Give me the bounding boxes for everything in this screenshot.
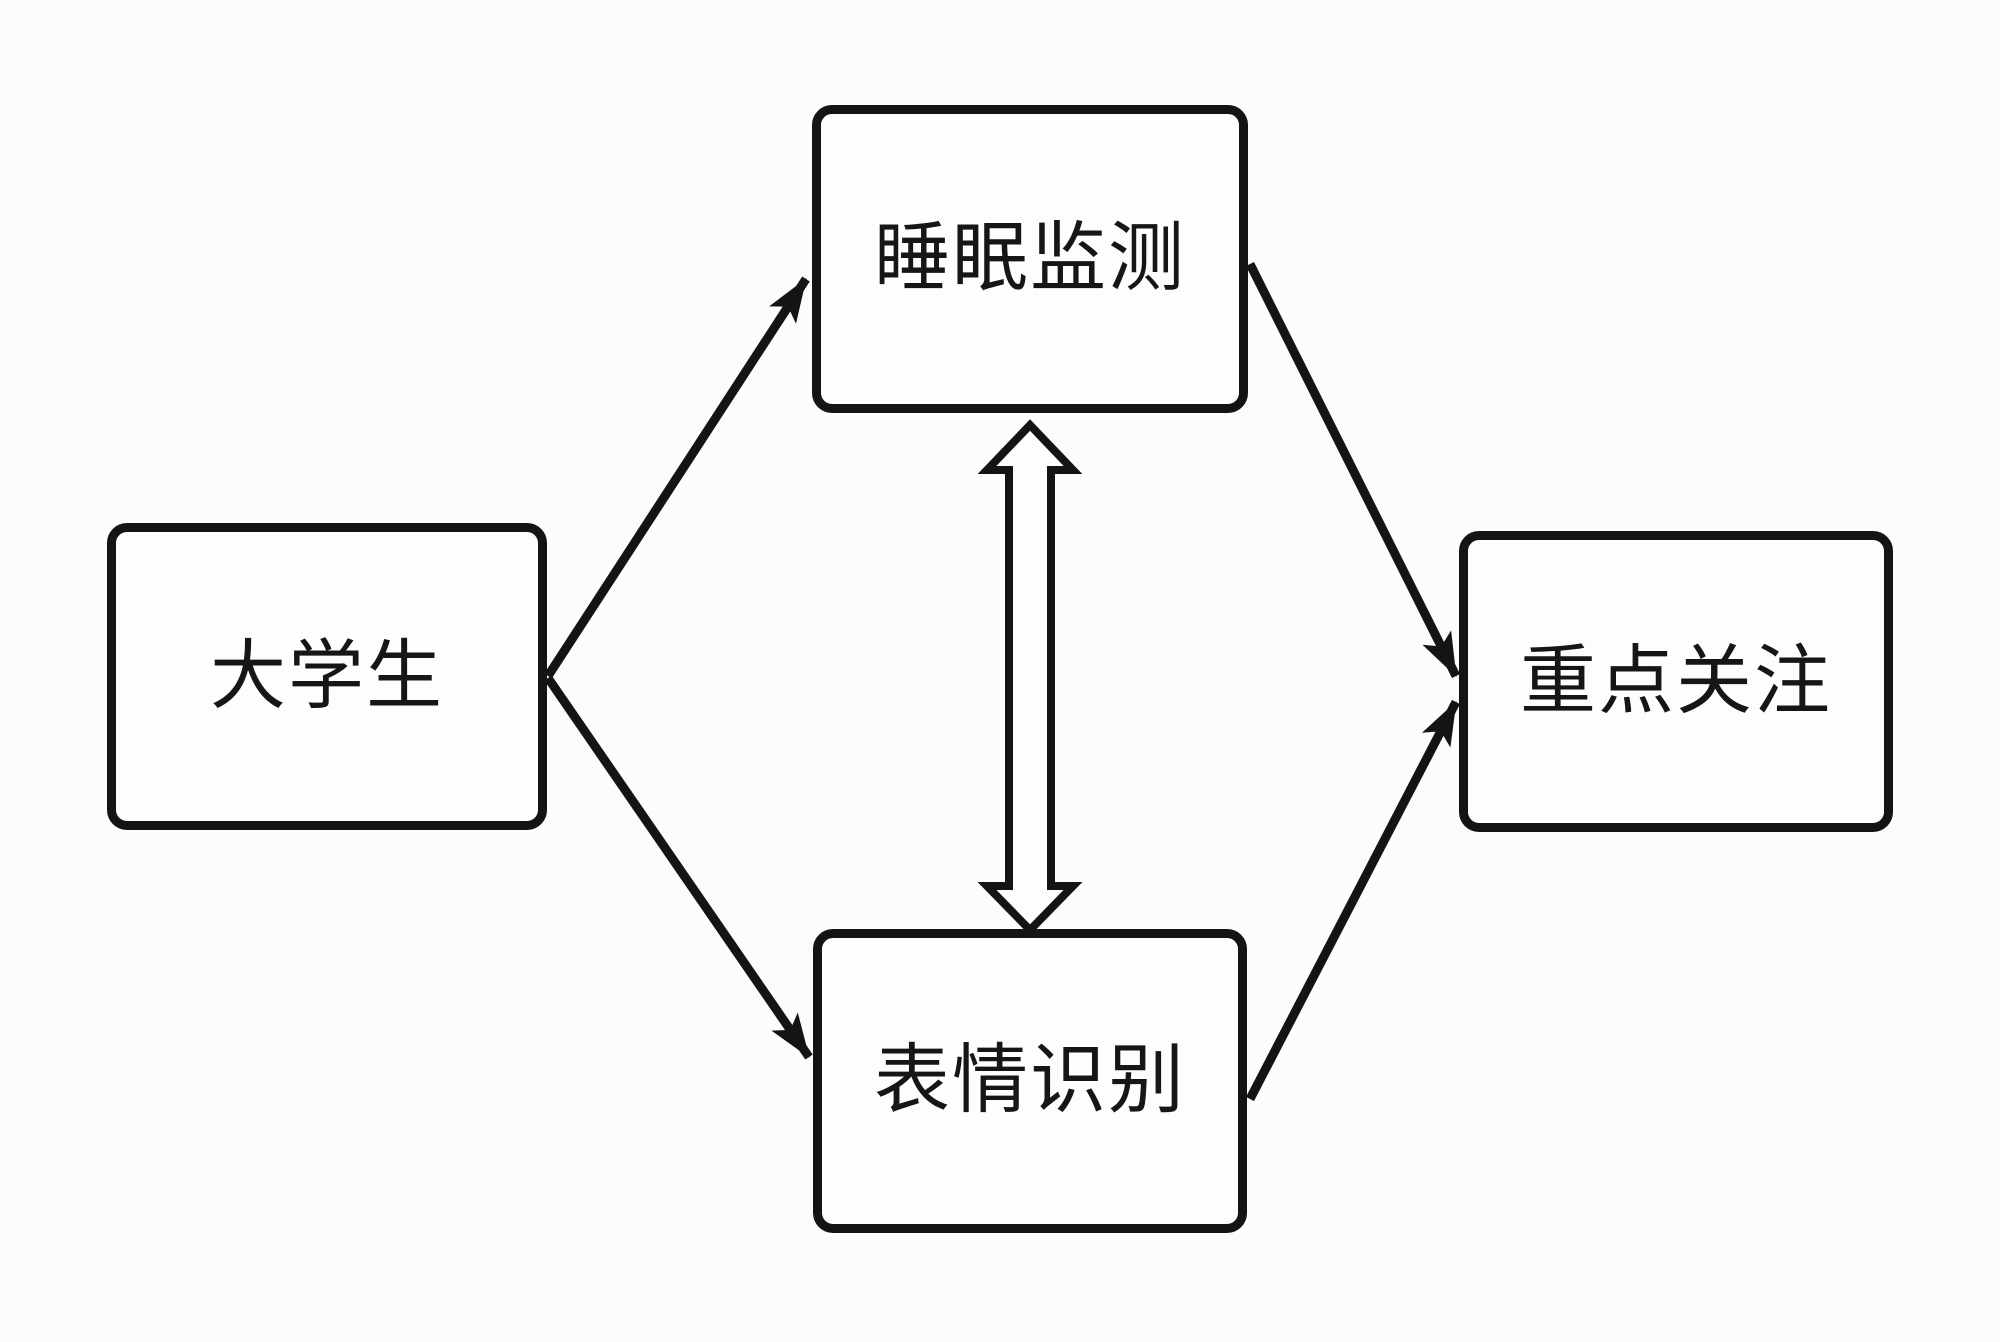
arrow-student-to-sleep (544, 276, 810, 679)
node-expression-recognition-label: 表情识别 (874, 1039, 1186, 1123)
arrow-student-to-expression (544, 675, 813, 1060)
node-expression-recognition: 表情识别 (813, 929, 1247, 1233)
double-arrow-sleep-expression (977, 419, 1083, 936)
node-sleep-monitoring-label: 睡眠监测 (874, 217, 1186, 301)
node-key-focus-label: 重点关注 (1520, 639, 1832, 724)
node-college-student: 大学生 (107, 523, 547, 830)
arrow-sleep-to-focus (1245, 261, 1461, 679)
node-key-focus: 重点关注 (1459, 531, 1893, 832)
node-sleep-monitoring: 睡眠监测 (812, 105, 1248, 413)
node-college-student-label: 大学生 (210, 634, 444, 719)
arrow-expression-to-focus (1246, 699, 1460, 1102)
